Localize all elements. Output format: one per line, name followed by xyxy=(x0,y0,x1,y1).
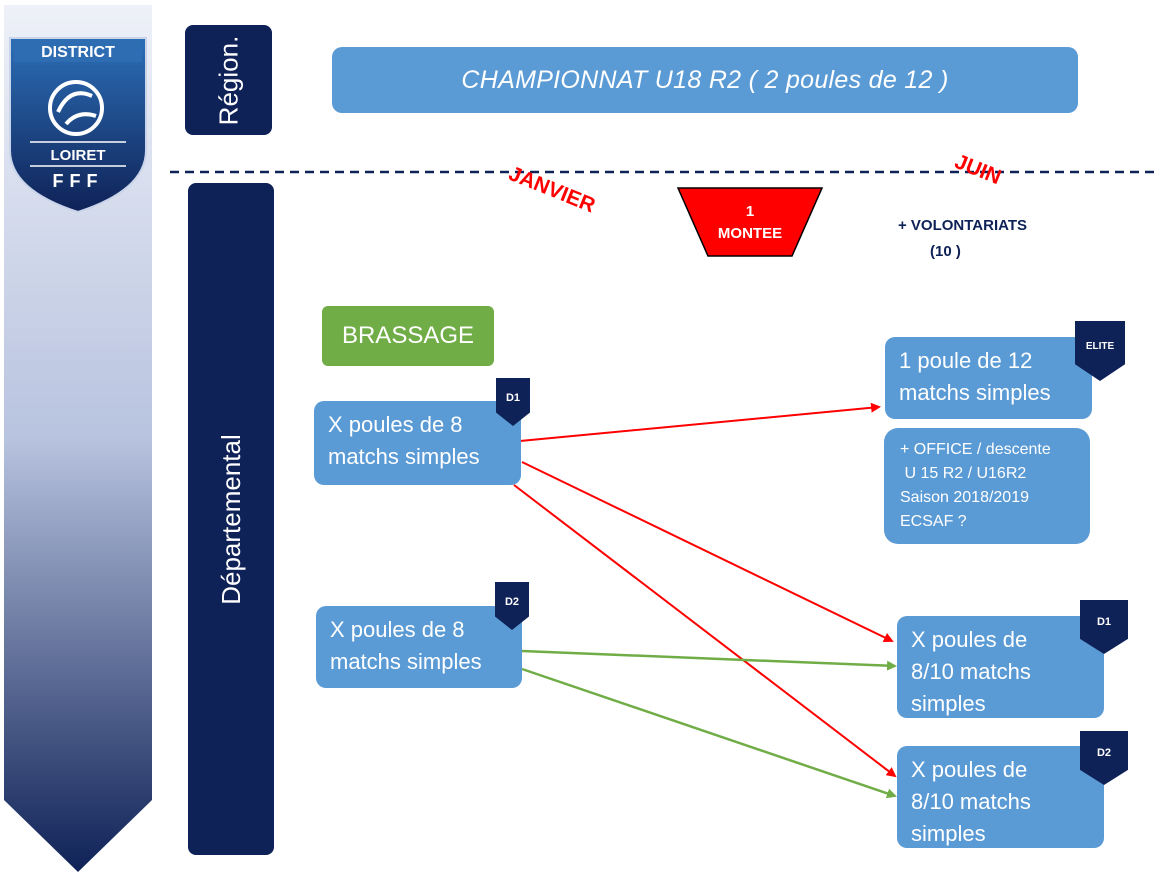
rooster-icon xyxy=(48,80,104,136)
right-d1-line3: simples xyxy=(911,691,986,716)
brassage-label: BRASSAGE xyxy=(341,322,475,349)
arrow-d1-to-right-d2 xyxy=(513,484,897,778)
right-d2-line1: X poules de xyxy=(911,757,1028,782)
volontariats-label: + VOLONTARIATS xyxy=(898,217,1028,234)
championship-title-box: CHAMPIONNAT U18 R2 ( 2 poules de 12 ) xyxy=(332,47,1078,113)
arrow-d2-to-right-d2 xyxy=(521,667,897,799)
elite-line1: 1 poule de 12 xyxy=(899,348,1033,373)
logo-top-text: DISTRICT xyxy=(41,44,115,61)
office-line1: + OFFICE / descente xyxy=(900,441,1051,458)
montee-label: MONTEE xyxy=(717,225,783,242)
logo-middle-text: LOIRET xyxy=(51,147,106,164)
office-line4: ECSAF ? xyxy=(900,513,967,530)
departemental-label: Départemental xyxy=(188,183,274,855)
montee-badge: 1 MONTEE xyxy=(677,187,823,257)
arrow-d2-to-right-d1 xyxy=(521,649,897,671)
right-d2-line3: simples xyxy=(911,821,986,846)
brassage-box: BRASSAGE xyxy=(322,306,494,366)
district-logo: DISTRICT LOIRET FFF xyxy=(9,37,147,214)
left-d2-line1: X poules de 8 xyxy=(330,617,465,642)
office-box: + OFFICE / descente U 15 R2 / U16R2 Sais… xyxy=(884,428,1090,544)
office-line3: Saison 2018/2019 xyxy=(900,489,1029,506)
right-d1-box: X poules de 8/10 matchs simples xyxy=(897,616,1104,718)
district-banner: DISTRICT LOIRET FFF xyxy=(4,5,152,872)
right-d1-line2: 8/10 matchs xyxy=(911,659,1031,684)
left-d1-line2: matchs simples xyxy=(328,444,480,469)
left-d1-box: X poules de 8 matchs simples xyxy=(314,401,521,485)
left-d2-line2: matchs simples xyxy=(330,649,482,674)
volontariats-count: (10 ) xyxy=(930,243,961,260)
elite-line2: matchs simples xyxy=(899,380,1051,405)
region-label: Région. xyxy=(185,25,272,135)
right-d2-line2: 8/10 matchs xyxy=(911,789,1031,814)
left-d2-box: X poules de 8 matchs simples xyxy=(316,606,522,688)
elite-box: 1 poule de 12 matchs simples xyxy=(885,337,1092,419)
left-d1-line1: X poules de 8 xyxy=(328,412,463,437)
logo-bottom-text: FFF xyxy=(53,171,104,191)
championship-title: CHAMPIONNAT U18 R2 ( 2 poules de 12 ) xyxy=(461,65,949,94)
right-d2-box: X poules de 8/10 matchs simples xyxy=(897,746,1104,848)
office-line2: U 15 R2 / U16R2 xyxy=(900,465,1027,482)
montee-count: 1 xyxy=(745,203,755,220)
arrow-d1-to-elite xyxy=(519,402,881,442)
region-separator xyxy=(170,170,1160,174)
arrow-d1-to-right-d1 xyxy=(521,461,894,643)
right-d1-line1: X poules de xyxy=(911,627,1028,652)
